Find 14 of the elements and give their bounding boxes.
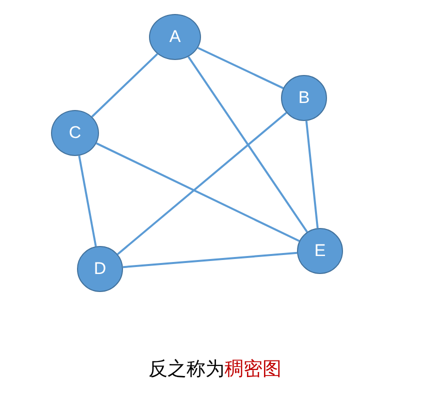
- vertex-circle: C: [51, 110, 99, 156]
- connector-line: [96, 142, 300, 242]
- connector-line: [305, 120, 319, 228]
- connector-line: [91, 53, 158, 118]
- connector-line: [198, 46, 284, 90]
- connector-line: [188, 56, 308, 233]
- vertex-circle: E: [297, 228, 343, 274]
- connector-line: [116, 112, 288, 255]
- connector-line: [78, 155, 97, 247]
- vertex-circle: D: [77, 246, 123, 292]
- caption: 反之称为稠密图: [148, 357, 282, 382]
- vertex-circle: B: [281, 75, 327, 121]
- vertex-circle: A: [149, 14, 201, 60]
- connector-line: [122, 252, 298, 268]
